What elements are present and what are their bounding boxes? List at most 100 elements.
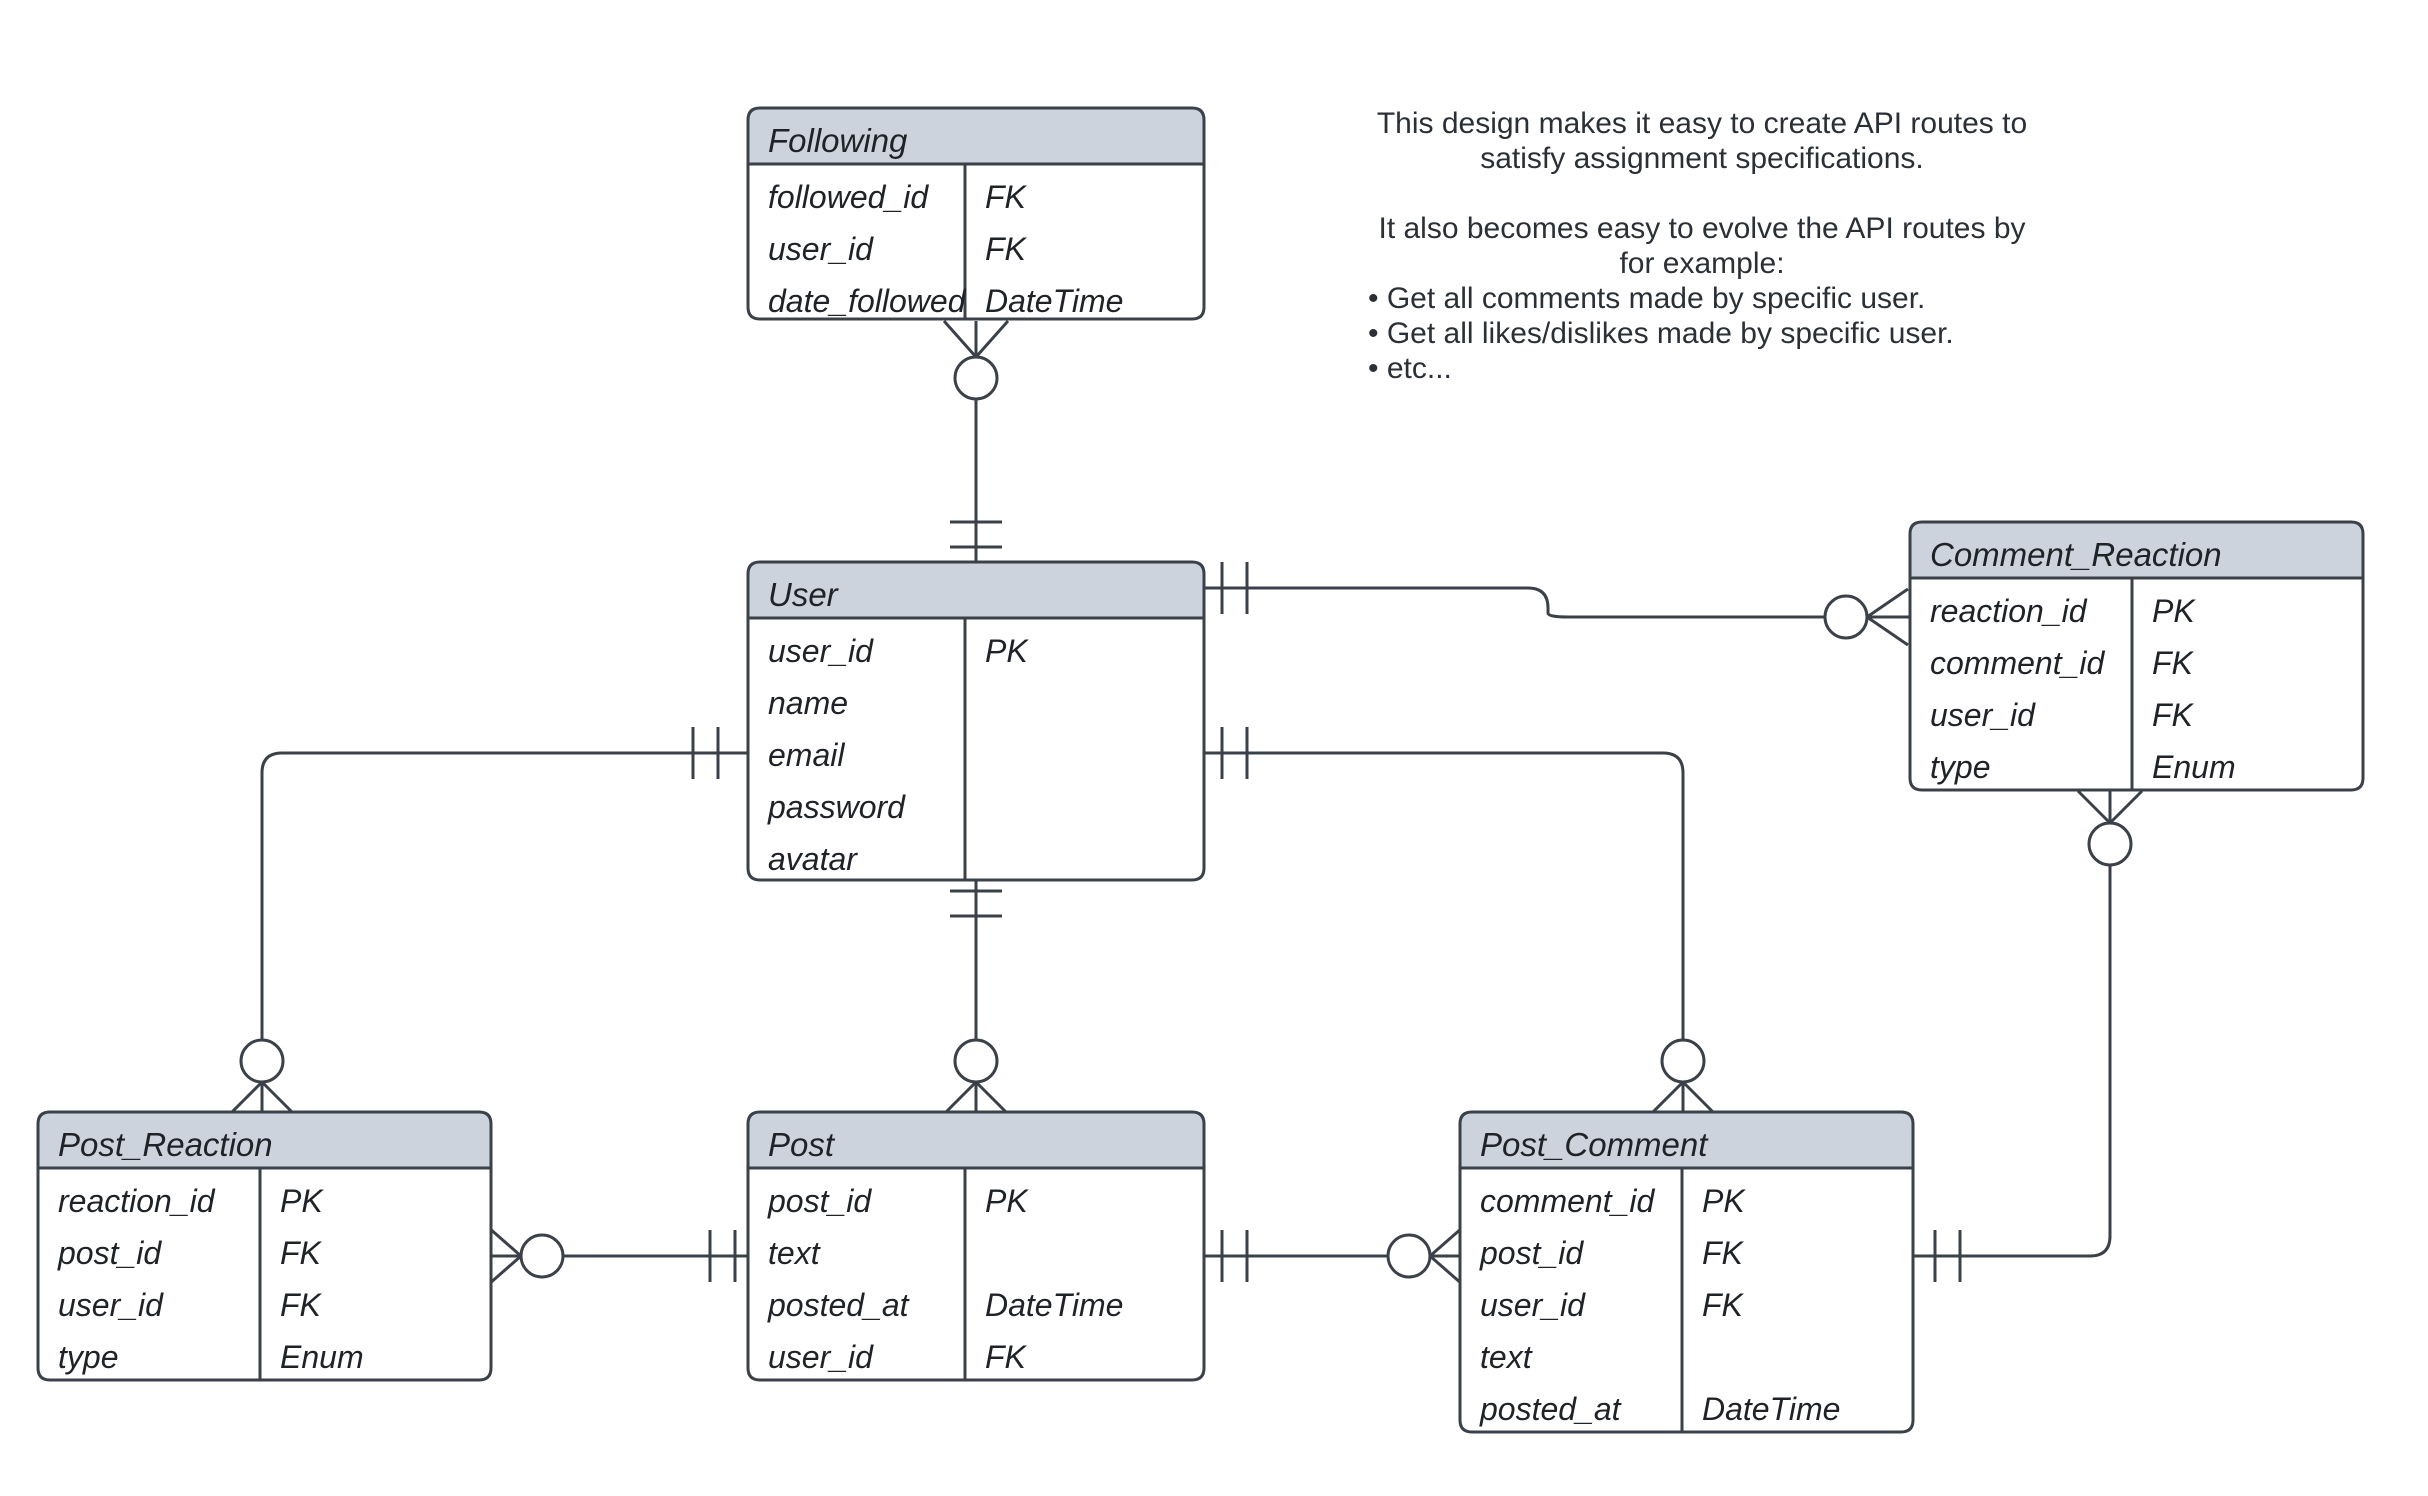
- attribute-type: FK: [280, 1287, 323, 1323]
- note-bullet: • etc...: [1368, 352, 1452, 385]
- attribute-name: password: [767, 789, 906, 825]
- attribute-name: posted_at: [1479, 1391, 1622, 1427]
- note-line: satisfy assignment specifications.: [1480, 142, 1924, 175]
- attribute-name: date_followed: [768, 283, 967, 319]
- crowsfoot-marker: [1649, 1080, 1717, 1116]
- entity-title-user: User: [768, 576, 840, 613]
- exactly-one-marker: [1933, 1230, 1962, 1282]
- attribute-name: user_id: [768, 1339, 874, 1375]
- exactly-one-marker: [691, 727, 720, 779]
- entity-body-following: [746, 162, 1206, 321]
- attribute-name: comment_id: [1480, 1183, 1656, 1219]
- entity-title-post-comment: Post_Comment: [1480, 1126, 1709, 1163]
- zero-or-many-circle: [2087, 821, 2133, 867]
- link-line-comment-reaction-post-comment: [1913, 790, 2112, 1258]
- exactly-one-marker: [950, 889, 1002, 918]
- link-line-user-post-comment: [1204, 751, 1685, 1040]
- attribute-type: FK: [1702, 1287, 1745, 1323]
- attribute-name: post_id: [1479, 1235, 1584, 1271]
- entity-body-user: [746, 616, 1206, 882]
- entity-body-post-comment: [1458, 1166, 1915, 1434]
- zero-or-many-circle: [1386, 1233, 1432, 1279]
- entity-header-post-comment: [1458, 1110, 1915, 1170]
- zero-or-many-circle: [1660, 1038, 1706, 1084]
- exactly-one-marker: [708, 1230, 737, 1282]
- attribute-name: posted_at: [767, 1287, 910, 1323]
- attribute-name: post_id: [767, 1183, 872, 1219]
- attribute-type: Enum: [280, 1339, 364, 1375]
- crowsfoot-marker: [228, 1080, 296, 1116]
- entity-body-comment-reaction: [1908, 576, 2365, 792]
- exactly-one-marker: [1220, 727, 1249, 779]
- crowsfoot-marker: [942, 320, 1010, 358]
- entity-header-user: [746, 560, 1206, 620]
- entity-header-post-reaction: [36, 1110, 493, 1170]
- entity-post-reaction[interactable]: Post_Reaction reaction_id PK post_id FK …: [36, 1110, 493, 1382]
- attribute-name: reaction_id: [58, 1183, 216, 1219]
- entity-header-post: [746, 1110, 1206, 1170]
- note-line: It also becomes easy to evolve the API r…: [1378, 212, 2025, 245]
- crowsfoot-marker: [942, 1080, 1010, 1116]
- zero-or-many-circle: [953, 1038, 999, 1084]
- zero-or-many-circle: [519, 1233, 565, 1279]
- attribute-name: user_id: [58, 1287, 164, 1323]
- crowsfoot-marker: [2076, 789, 2144, 825]
- crowsfoot-marker: [488, 1226, 522, 1286]
- attribute-type: DateTime: [1702, 1391, 1840, 1427]
- design-note: This design makes it easy to create API …: [1368, 107, 2027, 385]
- attribute-type: FK: [2152, 645, 2195, 681]
- relationship-post-reaction-post[interactable]: [488, 1226, 748, 1286]
- entity-post-comment[interactable]: Post_Comment comment_id PK post_id FK us…: [1458, 1110, 1915, 1434]
- entity-header-following: [746, 106, 1206, 166]
- exactly-one-marker: [1220, 562, 1249, 614]
- attribute-name: avatar: [768, 841, 858, 877]
- attribute-type: Enum: [2152, 749, 2236, 785]
- exactly-one-marker: [950, 520, 1002, 549]
- relationship-post-post-comment[interactable]: [1204, 1226, 1463, 1286]
- entity-following[interactable]: Following followed_id FK user_id FK date…: [746, 106, 1206, 321]
- attribute-name: post_id: [57, 1235, 162, 1271]
- relationship-user-comment-reaction[interactable]: [1204, 562, 1910, 647]
- attribute-type: PK: [985, 633, 1029, 669]
- crowsfoot-marker: [1866, 587, 1909, 647]
- attribute-name: followed_id: [768, 179, 929, 215]
- entity-header-comment-reaction: [1908, 520, 2365, 580]
- zero-or-many-circle: [239, 1038, 285, 1084]
- entity-comment-reaction[interactable]: Comment_Reaction reaction_id PK comment_…: [1908, 520, 2365, 792]
- exactly-one-marker: [1220, 1230, 1249, 1282]
- note-bullet: • Get all likes/dislikes made by specifi…: [1368, 317, 1954, 350]
- relationship-user-following[interactable]: [942, 320, 1010, 562]
- attribute-type: FK: [2152, 697, 2195, 733]
- attribute-name: user_id: [1930, 697, 2036, 733]
- attribute-type: FK: [985, 231, 1028, 267]
- attribute-type: PK: [2152, 593, 2196, 629]
- attribute-name: user_id: [768, 633, 874, 669]
- entity-body-post: [746, 1166, 1206, 1382]
- link-line-user-comment-reaction: [1204, 586, 1846, 619]
- attribute-name: type: [58, 1339, 118, 1375]
- attribute-name: text: [1480, 1339, 1533, 1375]
- relationship-user-post[interactable]: [942, 880, 1010, 1116]
- entity-title-post-reaction: Post_Reaction: [58, 1126, 273, 1163]
- attribute-type: DateTime: [985, 283, 1123, 319]
- entity-title-post: Post: [768, 1126, 836, 1163]
- attribute-type: FK: [280, 1235, 323, 1271]
- attribute-name: email: [768, 737, 845, 773]
- relationship-user-post-comment[interactable]: [1204, 727, 1717, 1116]
- note-line: for example:: [1619, 247, 1784, 280]
- note-bullet: • Get all comments made by specific user…: [1368, 282, 1925, 315]
- entity-post[interactable]: Post post_id PK text posted_at DateTime …: [746, 1110, 1206, 1382]
- relationship-user-post-reaction[interactable]: [228, 727, 748, 1116]
- attribute-name: reaction_id: [1930, 593, 2088, 629]
- note-line: This design makes it easy to create API …: [1377, 107, 2027, 140]
- attribute-type: FK: [985, 1339, 1028, 1375]
- entity-user[interactable]: User user_id PK name email password avat…: [746, 560, 1206, 882]
- relationship-comment-reaction-post-comment[interactable]: [1913, 789, 2144, 1282]
- attribute-type: DateTime: [985, 1287, 1123, 1323]
- attribute-name: type: [1930, 749, 1990, 785]
- attribute-name: text: [768, 1235, 821, 1271]
- entity-body-post-reaction: [36, 1166, 493, 1382]
- attribute-type: PK: [280, 1183, 324, 1219]
- attribute-type: PK: [1702, 1183, 1746, 1219]
